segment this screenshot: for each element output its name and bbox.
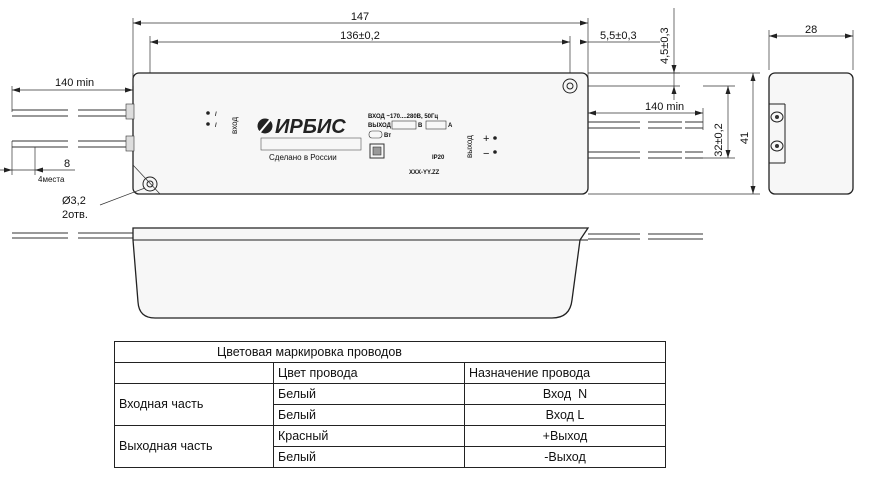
table-group-output: Выходная часть [114, 425, 274, 468]
label-brand: ИРБИС [275, 116, 346, 138]
table-cell-color: Белый [273, 446, 465, 468]
front-view [12, 227, 703, 319]
table-header-empty [114, 362, 274, 384]
dim-strip-count: 4места [38, 175, 65, 184]
output-wires [588, 117, 703, 163]
table-cell-purpose: +Выход [464, 425, 666, 447]
dim-hole-diameter: Ø3,2 [62, 195, 86, 207]
dim-wire-spacing: 32±0,2 [713, 123, 725, 157]
table-header-purpose: Назначение провода [464, 362, 666, 384]
label-ip-rating: IP20 [432, 155, 445, 161]
dim-hole-height-offset: 4,5±0,3 [659, 27, 671, 64]
dim-side-width: 28 [805, 24, 817, 36]
dim-total-length: 147 [351, 11, 369, 23]
label-model: XXX-YY.ZZ [409, 170, 440, 176]
dim-input-wire-length: 140 min [55, 77, 94, 89]
input-wires [12, 103, 135, 152]
table-header-color: Цвет провода [273, 362, 465, 384]
svg-text:/: / [215, 123, 217, 129]
label-spec-a: А [448, 123, 453, 129]
table-cell-purpose: -Выход [464, 446, 666, 468]
label-spec-output: ВЫХОД [368, 123, 392, 129]
label-minus: − [483, 148, 489, 160]
svg-text:/: / [215, 112, 217, 118]
dim-hole-spacing: 136±0,2 [340, 30, 380, 42]
top-view-body [132, 72, 589, 195]
device-label: / / вход ИРБИС Сделано в России ВХОД ~17… [206, 111, 497, 176]
wire-color-table: Цветовая маркировка проводов Цвет провод… [114, 341, 666, 468]
table-cell-color: Красный [273, 425, 465, 447]
label-made-in: Сделано в России [269, 153, 337, 162]
table-cell-purpose: Вход L [464, 404, 666, 426]
side-view [768, 72, 854, 195]
label-spec-v: В [418, 123, 423, 129]
table-cell-purpose: Вход N [464, 383, 666, 405]
label-plus: + [483, 133, 489, 145]
label-spec-w: Вт [384, 133, 391, 139]
table-group-input: Входная часть [114, 383, 274, 426]
dim-height: 41 [739, 132, 751, 144]
table-title: Цветовая маркировка проводов [114, 341, 666, 363]
label-output-text: выход [465, 135, 474, 158]
dim-edge-offset: 5,5±0,3 [600, 30, 637, 42]
label-input-text: вход [230, 117, 239, 134]
table-cell-color: Белый [273, 383, 465, 405]
dim-strip-length: 8 [64, 158, 70, 170]
dim-output-wire-length: 140 min [645, 101, 684, 113]
dim-hole-count: 2отв. [62, 209, 88, 221]
table-cell-color: Белый [273, 404, 465, 426]
label-spec-input: ВХОД ~170....280В, 50Гц [368, 114, 438, 120]
